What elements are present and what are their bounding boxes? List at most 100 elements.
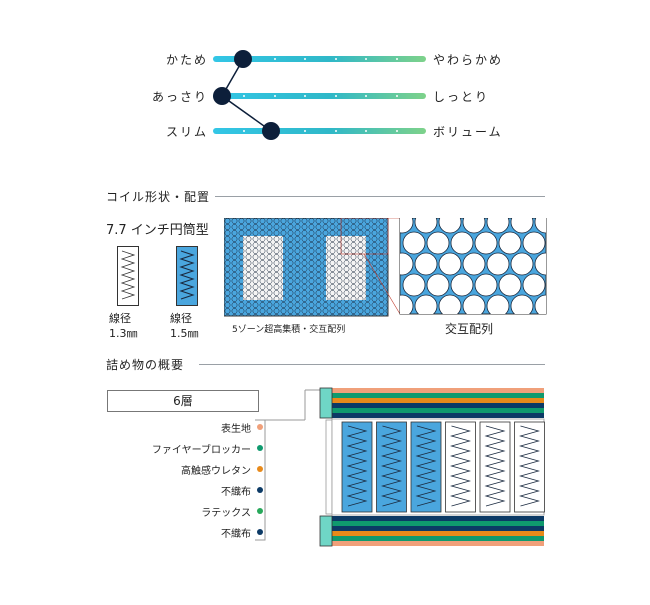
coil-circle — [498, 273, 522, 297]
slider-left-label: スリム — [165, 125, 208, 139]
coil-circle — [523, 316, 545, 318]
slider-tick — [273, 58, 276, 60]
firm-coil — [410, 421, 442, 513]
coil-circle — [451, 316, 473, 318]
coil-spring — [519, 425, 540, 507]
coil-type-title: 7.7 インチ円筒型 — [106, 223, 209, 238]
coil-circle — [510, 218, 534, 234]
layer-color-dot — [257, 424, 263, 430]
slider-tick — [334, 130, 337, 132]
layer-band — [332, 526, 544, 531]
slider-tick — [304, 95, 307, 97]
coil-circle — [414, 294, 438, 314]
coil-spring — [346, 425, 368, 507]
slider-tick — [395, 130, 398, 132]
layer-band — [332, 393, 544, 398]
coil-layout-diagram — [224, 218, 554, 318]
coil-circle — [547, 232, 554, 254]
slider-tick — [273, 95, 276, 97]
wire-diameter-label: 線径 — [170, 312, 192, 325]
coil-circle — [400, 218, 414, 234]
side-edge — [319, 515, 333, 547]
layer-color-dot — [257, 445, 263, 451]
layer-band — [332, 541, 544, 546]
layer-color-dot — [257, 529, 263, 535]
coil-circle — [510, 294, 534, 314]
layer-count-box: 6層 — [107, 390, 259, 412]
coil-circle — [450, 231, 474, 255]
coil-circle — [403, 316, 425, 318]
layer-name: ラテックス — [201, 508, 251, 519]
coil-spring — [450, 425, 471, 507]
layer-band — [332, 516, 544, 521]
thin-coil-icon — [117, 246, 139, 306]
layer-legend-item: 表生地 — [110, 420, 263, 435]
slider-left-label: あっさり — [151, 90, 208, 104]
soft-coil — [479, 421, 511, 513]
coil-circle — [474, 231, 498, 255]
layer-band — [332, 408, 544, 413]
layer-color-dot — [257, 466, 263, 472]
wire-diameter-label: 線径 — [109, 312, 131, 325]
slider-tick — [395, 95, 398, 97]
coil-circle — [414, 218, 438, 234]
coil-circle — [486, 294, 510, 314]
coil-circle — [534, 218, 546, 234]
soft-coil — [514, 421, 545, 513]
layer-name: 高触感ウレタン — [181, 466, 251, 477]
texture-slider-knob[interactable] — [213, 87, 231, 105]
legend-bracket — [255, 389, 321, 541]
wire-diameter-value: 1.3㎜ — [109, 327, 138, 340]
coil-circle — [499, 316, 521, 318]
coil-circle — [427, 316, 449, 318]
coil-circle — [547, 316, 554, 318]
slider-tick — [334, 95, 337, 97]
coil-circle — [475, 316, 497, 318]
layer-band — [332, 521, 544, 526]
coil-circle — [438, 218, 462, 234]
layer-legend-item: 不織布 — [110, 525, 263, 540]
slider-left-label: かため — [165, 53, 208, 67]
texture-slider-track[interactable] — [213, 93, 426, 99]
layer-band — [332, 388, 544, 393]
coil-circle — [450, 273, 474, 297]
section-divider — [199, 364, 545, 365]
coil-circle — [402, 273, 426, 297]
slider-tick — [304, 58, 307, 60]
layer-legend: 表生地ファイヤーブロッカー高触感ウレタン不織布ラテックス不織布 — [110, 420, 263, 544]
layer-band — [332, 536, 544, 541]
slider-connector-lines — [221, 58, 272, 132]
side-frame — [325, 419, 333, 515]
coil-circle — [534, 294, 546, 314]
slider-tick — [243, 130, 246, 132]
slider-tick — [334, 58, 337, 60]
firmness-slider-knob[interactable] — [234, 50, 253, 68]
volume-slider-knob[interactable] — [261, 122, 280, 140]
layer-name: ファイヤーブロッカー — [151, 445, 251, 456]
coil-circle — [498, 231, 522, 255]
slider-right-label: しっとり — [433, 90, 490, 104]
layer-band — [332, 531, 544, 536]
coil-circle — [426, 273, 450, 297]
layer-name: 不織布 — [221, 487, 251, 498]
coil-layout-caption: 5ゾーン超高集積・交互配列 — [232, 325, 346, 335]
coil-section-title: コイル形状・配置 — [106, 190, 211, 204]
coil-circle — [438, 252, 462, 276]
layer-color-dot — [257, 487, 263, 493]
section-divider — [215, 196, 545, 197]
slider-tick — [243, 95, 246, 97]
side-edge — [319, 387, 333, 419]
slider-tick — [365, 130, 368, 132]
slider-tick — [395, 58, 398, 60]
soft-coil — [445, 421, 476, 513]
layer-name: 不織布 — [221, 529, 251, 540]
filling-section-title: 詰め物の概要 — [106, 358, 185, 372]
coil-spring — [484, 425, 506, 507]
coil-circle — [522, 273, 546, 297]
layer-legend-item: ラテックス — [110, 504, 263, 519]
firm-coil — [376, 421, 407, 513]
coil-circle — [462, 294, 486, 314]
coil-circle — [462, 252, 486, 276]
layer-name: 表生地 — [221, 424, 251, 435]
slider-right-label: ボリューム — [433, 125, 503, 139]
